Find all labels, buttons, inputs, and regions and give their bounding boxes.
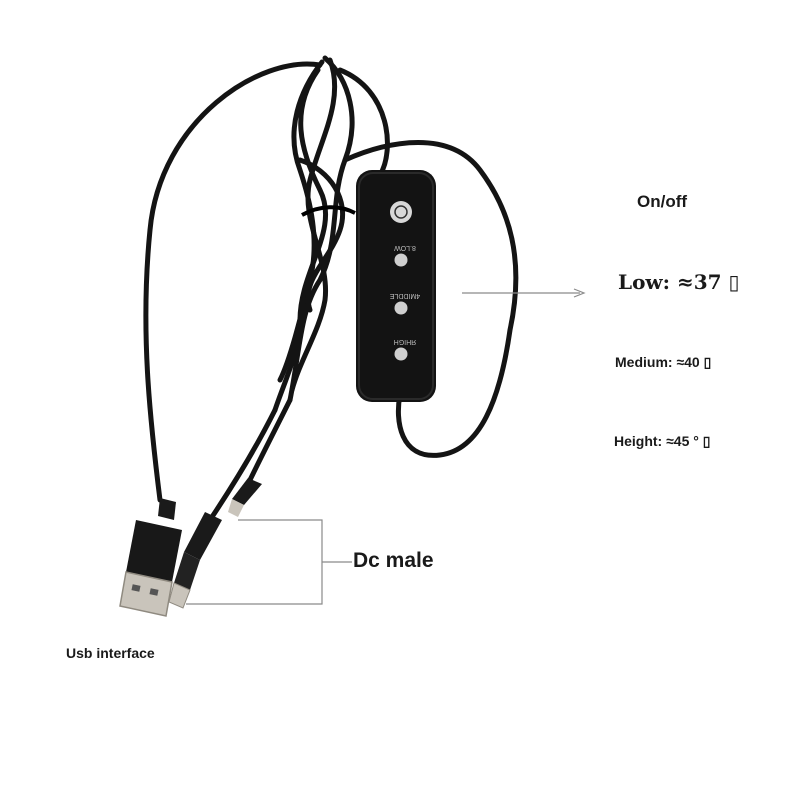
dc-plug-upper (228, 478, 262, 517)
control-switch: 8.LOW 4MIDDLE ЯHIGH (356, 170, 436, 402)
cable-bundle (143, 55, 519, 523)
middle-button (394, 301, 408, 315)
usb-interface-label: Usb interface (66, 645, 155, 661)
high-button-label: ЯHIGH (394, 338, 417, 345)
low-button (394, 253, 408, 267)
low-setting-label: Low: ≈37 ▯ (618, 270, 740, 294)
power-icon (394, 205, 408, 219)
power-button (390, 201, 412, 223)
pointer-lines (186, 288, 586, 605)
on-off-label: On/off (637, 192, 688, 211)
dc-male-label: Dc male (353, 549, 434, 572)
usb-plug (119, 498, 182, 617)
high-button (394, 347, 408, 361)
medium-setting-label: Medium: ≈40 ▯ (615, 354, 712, 370)
low-button-label: 8.LOW (394, 244, 416, 251)
middle-button-label: 4MIDDLE (389, 292, 420, 299)
dc-plug-lower (168, 512, 222, 609)
high-setting-label: Height: ≈45 ° ▯ (614, 433, 711, 449)
cable-tie (301, 205, 356, 217)
